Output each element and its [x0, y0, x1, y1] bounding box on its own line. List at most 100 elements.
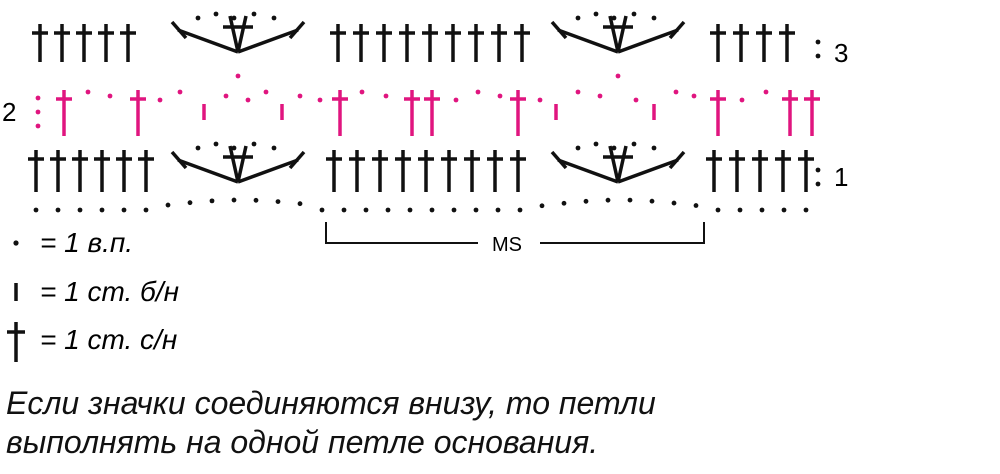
chain-stitch — [497, 93, 503, 99]
chain-stitch — [187, 200, 193, 206]
double-crochet-stitch — [418, 150, 434, 192]
chain-stitch — [715, 207, 721, 213]
shell-stitch-group — [170, 141, 306, 184]
double-crochet-stitch — [116, 150, 132, 192]
chain-stitch — [583, 198, 589, 204]
chain-stitch — [815, 53, 821, 59]
double-crochet-stitch — [54, 24, 70, 62]
chain-stitch — [99, 207, 105, 213]
stitch-bar — [170, 20, 188, 40]
instruction-line-2: выполнять на одной петле основания. — [6, 424, 599, 460]
chain-stitch — [593, 11, 599, 17]
chain-stitch — [121, 207, 127, 213]
double-crochet-stitch — [706, 150, 722, 192]
chain-stitch — [575, 89, 581, 95]
chain-stitch — [213, 11, 219, 17]
double-crochet-icon — [7, 322, 25, 362]
chain-stitch — [213, 141, 219, 147]
chain-stitch — [177, 89, 183, 95]
chain-stitch — [737, 207, 743, 213]
chain-stitch — [383, 93, 389, 99]
chain-stitch — [605, 197, 611, 203]
chain-stitch — [263, 89, 269, 95]
double-crochet-stitch — [395, 150, 411, 192]
chain-stitch — [631, 141, 637, 147]
double-crochet-stitch — [50, 150, 66, 192]
stitch-bar — [668, 150, 686, 170]
chain-stitch — [763, 89, 769, 95]
stitch-stem — [617, 28, 679, 54]
stitch-stem — [228, 15, 240, 53]
chain-stitch — [235, 73, 241, 79]
stitch-bar — [668, 20, 686, 40]
chain-stitch — [209, 198, 215, 204]
stitch-stem — [617, 158, 679, 184]
double-crochet-stitch — [464, 150, 480, 192]
double-crochet-stitch — [804, 90, 820, 136]
chain-stitch — [245, 97, 251, 103]
stitch-stem — [616, 15, 628, 53]
row-1-stitches — [28, 141, 821, 213]
chain-stitch — [251, 11, 257, 17]
chain-stitch — [363, 207, 369, 213]
stitch-stem — [237, 28, 299, 54]
double-crochet-stitch — [756, 24, 772, 62]
double-crochet-stitch — [424, 90, 440, 136]
chain-stitch — [575, 145, 581, 151]
double-crochet-stitch — [468, 24, 484, 62]
double-crochet-stitch — [733, 24, 749, 62]
chain-stitch — [691, 93, 697, 99]
chain-stitch — [231, 15, 237, 21]
chain-stitch — [165, 202, 171, 208]
double-crochet-stitch — [138, 150, 154, 192]
stitch-stem — [557, 158, 619, 184]
stitch-stem — [557, 28, 619, 54]
shell-stitch-group — [550, 141, 686, 184]
chain-stitch — [35, 123, 41, 129]
stitch-stem — [237, 158, 299, 184]
double-crochet-stitch — [332, 90, 348, 136]
double-crochet-stitch — [445, 24, 461, 62]
chain-stitch — [611, 15, 617, 21]
legend-chain-text: = 1 в.п. — [40, 227, 133, 258]
double-crochet-stitch — [130, 90, 146, 136]
chain-stitch — [297, 93, 303, 99]
double-crochet-stitch — [330, 24, 346, 62]
double-crochet-stitch — [326, 150, 342, 192]
chain-stitch — [649, 198, 655, 204]
double-crochet-stitch — [422, 24, 438, 62]
chain-stitch — [317, 97, 323, 103]
chain-stitch — [611, 145, 617, 151]
double-crochet-stitch — [404, 90, 420, 136]
chain-stitch — [157, 97, 163, 103]
chain-stitch — [473, 207, 479, 213]
chain-stitch — [781, 207, 787, 213]
chain-stitch — [85, 89, 91, 95]
chain-stitch — [593, 141, 599, 147]
chain-stitch — [143, 207, 149, 213]
double-crochet-stitch — [28, 150, 44, 192]
chain-stitch — [35, 95, 41, 101]
chain-stitch — [671, 200, 677, 206]
chain-stitch — [195, 15, 201, 21]
chain-stitch — [651, 15, 657, 21]
double-crochet-stitch — [782, 90, 798, 136]
double-crochet-stitch — [56, 90, 72, 136]
chain-stitch — [815, 167, 821, 173]
chain-stitch — [815, 39, 821, 45]
double-crochet-stitch — [729, 150, 745, 192]
double-crochet-stitch — [72, 150, 88, 192]
chain-stitch — [275, 199, 281, 204]
chain-stitch — [633, 97, 639, 103]
double-crochet-stitch — [510, 150, 526, 192]
pattern-repeat-bracket: MS — [325, 222, 705, 256]
chain-stitch — [385, 207, 391, 213]
chain-stitch — [693, 203, 699, 208]
chain-stitch — [815, 181, 821, 187]
stitch-bar — [288, 20, 306, 40]
stitch-stem — [608, 145, 620, 183]
chain-stitch — [77, 207, 83, 213]
double-crochet-stitch — [120, 24, 136, 62]
chain-stitch — [33, 207, 39, 213]
legend-single-crochet-text: = 1 ст. б/н — [40, 276, 179, 307]
